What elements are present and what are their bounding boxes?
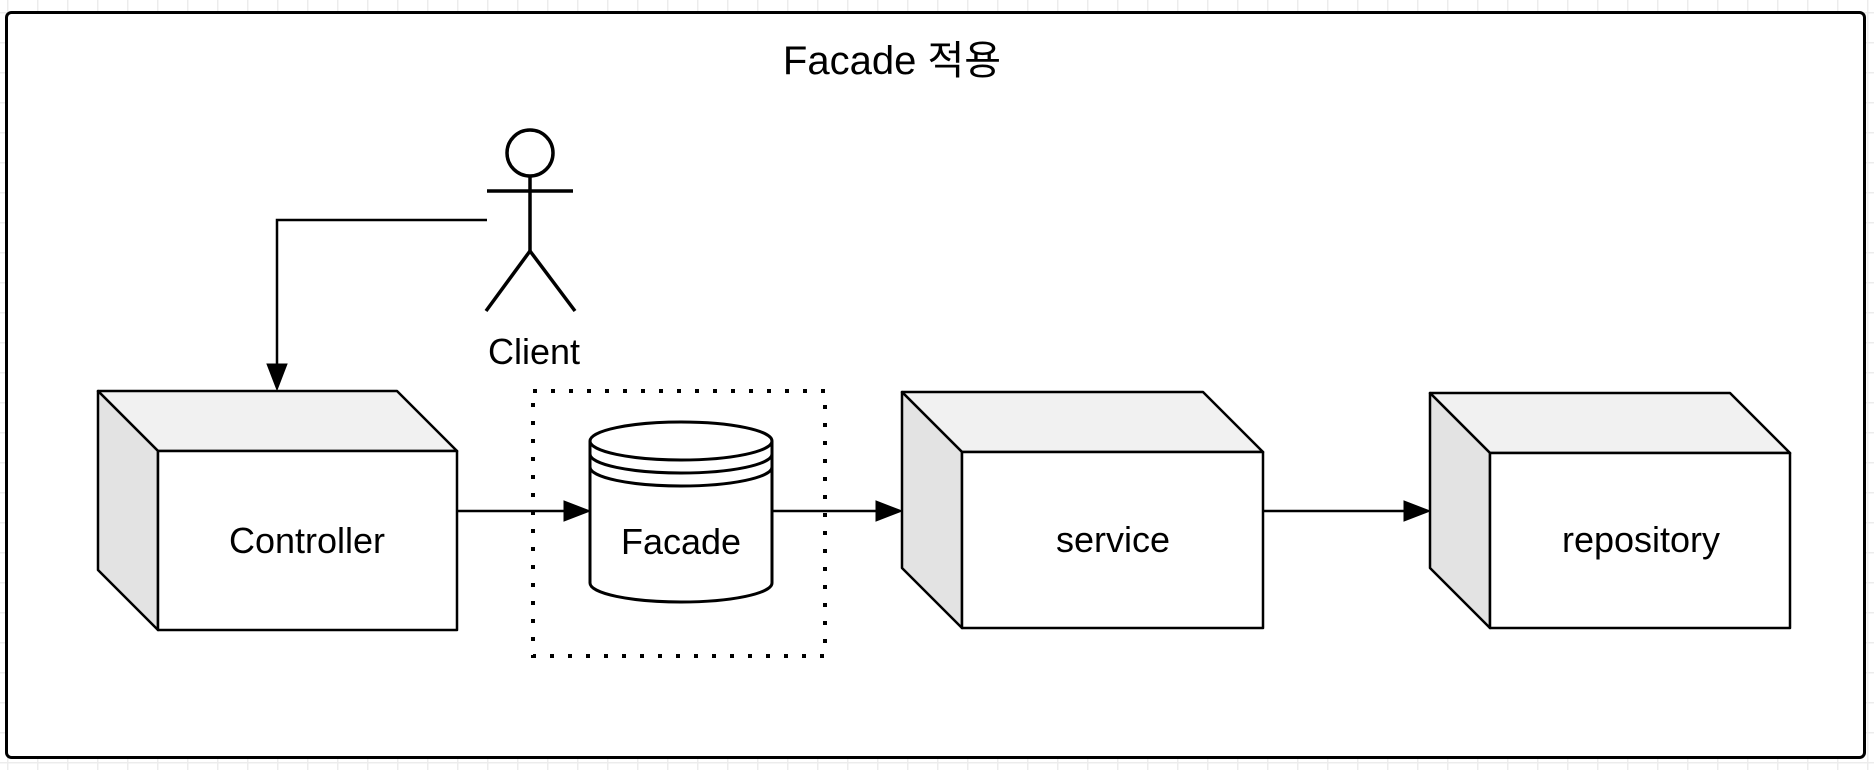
diagram-title: Facade 적용 [783,39,1001,83]
client-actor-icon [484,128,577,313]
edge-client-controller [266,218,487,392]
facade-label: Facade [621,521,741,562]
cylinder-ring [588,453,774,475]
edge-service-repository [1263,500,1432,522]
repository-node: repository [1428,391,1792,630]
arrowhead-icon [266,363,288,392]
cube-front-face [960,450,1265,630]
cube-top-face [1428,391,1792,455]
cylinder-body [588,441,774,604]
arrowhead-icon [563,500,592,522]
repository-label: repository [1562,519,1720,560]
service-node: service [900,390,1265,630]
client-label: Client [488,331,580,372]
edge-line [275,218,487,364]
cube-top-face [900,390,1265,454]
edge-controller-facade [457,500,592,522]
controller-node: Controller [96,389,459,632]
arrowhead-icon [875,500,904,522]
actor-right-leg [528,249,577,313]
diagram-border [5,11,1866,759]
service-label: service [1056,519,1170,560]
cube-front-face [1488,451,1792,630]
facade-node: Facade [588,420,774,604]
cylinder-ring [588,466,774,488]
arrowhead-icon [1403,500,1432,522]
client-node: Client [484,128,580,372]
facade-group-dotted-box [531,389,827,658]
cylinder-top [588,420,774,462]
actor-left-leg [484,249,532,313]
cube-top-face [96,389,459,453]
controller-label: Controller [229,520,385,561]
cube-front-face [156,449,459,632]
edge-facade-service [772,500,904,522]
